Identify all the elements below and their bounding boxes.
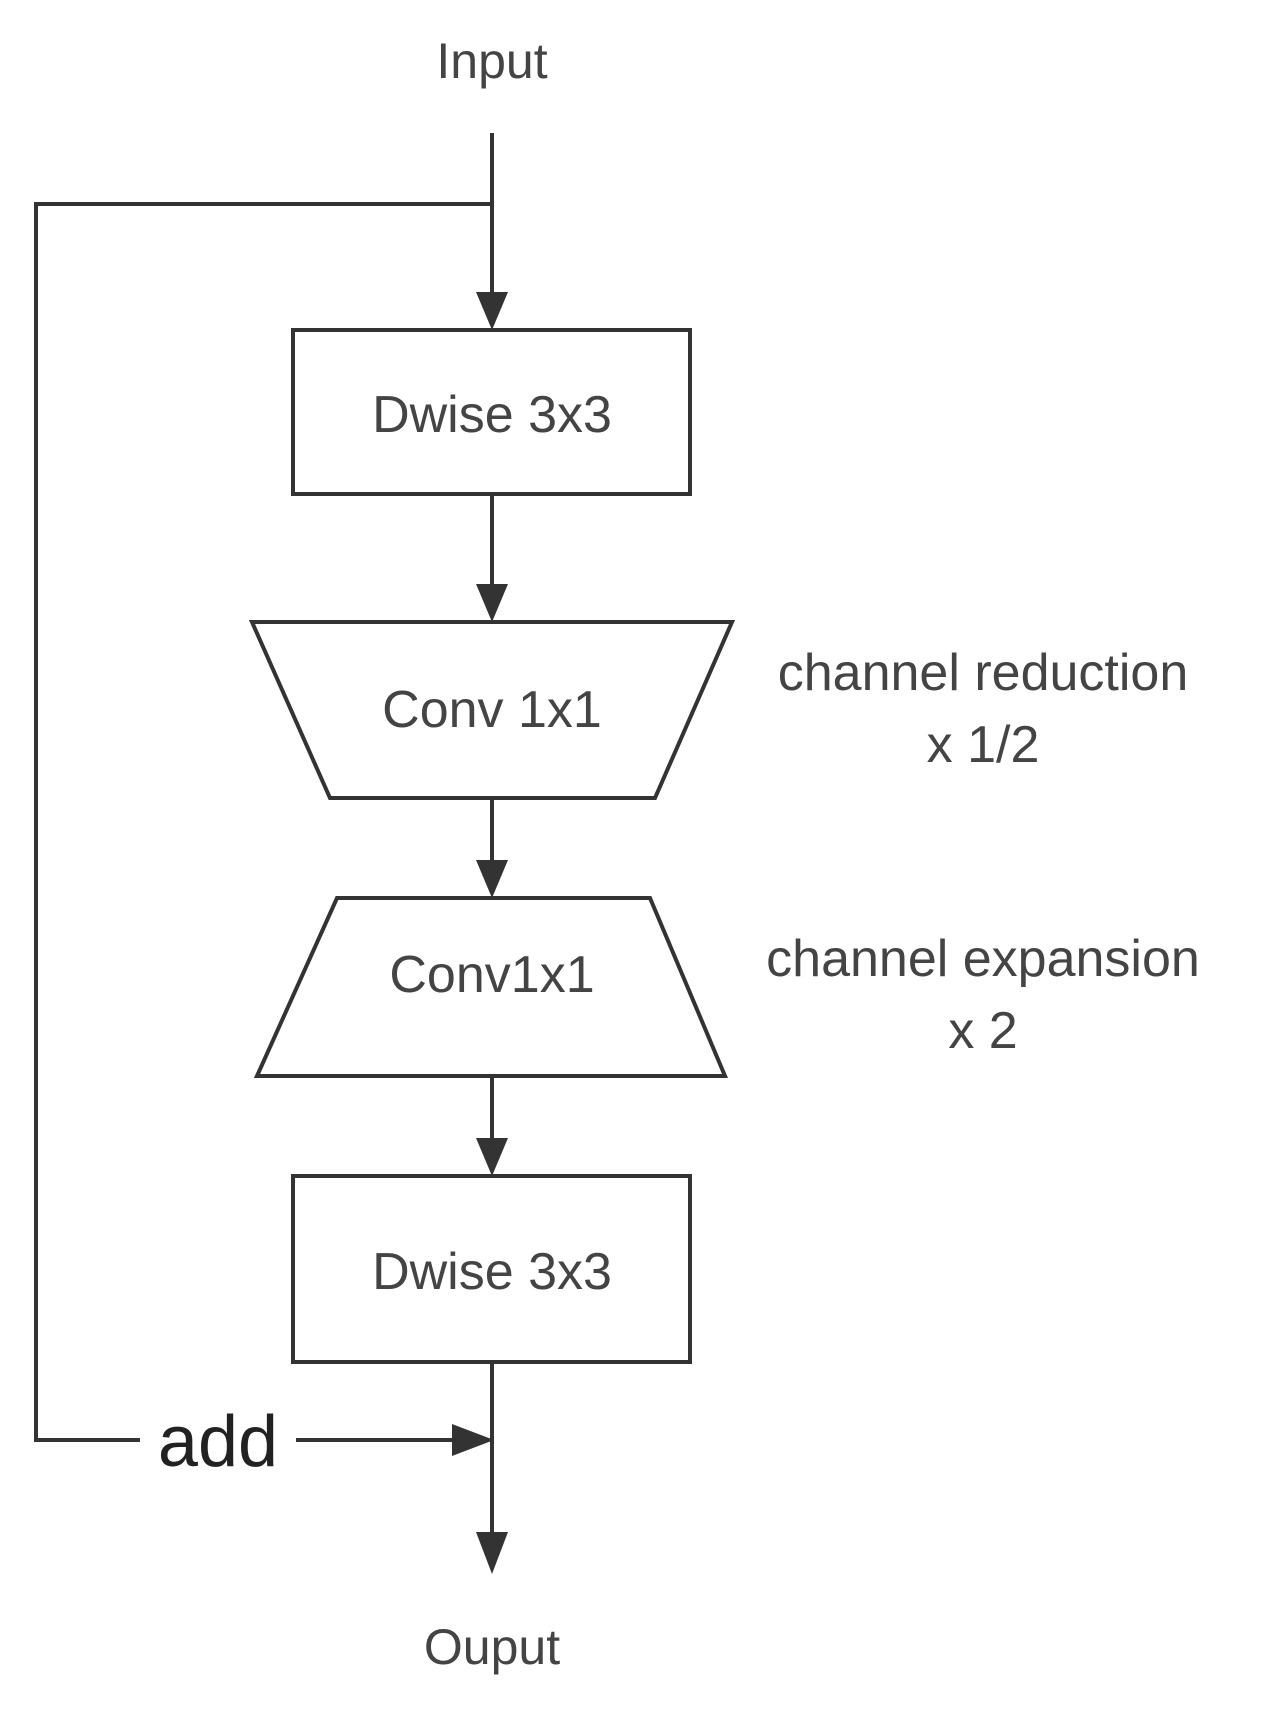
arrow-to-dwise-1 <box>476 292 508 330</box>
dwise-block-2-label: Dwise 3x3 <box>372 1243 612 1301</box>
arrow-to-conv-reduction <box>476 584 508 622</box>
arrow-to-conv-expansion <box>476 860 508 898</box>
channel-expansion-note: channel expansion <box>766 930 1200 988</box>
arrow-to-output <box>476 1532 508 1574</box>
channel-expansion-factor: x 2 <box>948 1002 1017 1060</box>
output-label: Ouput <box>424 1619 560 1675</box>
conv-reduction-label: Conv 1x1 <box>382 681 602 739</box>
dwise-block-1-label: Dwise 3x3 <box>372 386 612 444</box>
input-label: Input <box>436 33 547 89</box>
dwise-block-1 <box>291 328 692 496</box>
channel-reduction-factor: x 1/2 <box>927 716 1040 774</box>
skip-connection-wire <box>34 202 492 1442</box>
conv-reduction-block <box>248 620 736 800</box>
channel-reduction-note: channel reduction <box>778 644 1189 702</box>
conv-expansion-label: Conv1x1 <box>389 946 594 1004</box>
arrow-to-add <box>452 1424 494 1456</box>
conv-expansion-block <box>253 896 729 1078</box>
add-label: add <box>158 1402 278 1482</box>
dwise-block-2 <box>291 1174 692 1364</box>
arrow-to-dwise-2 <box>476 1138 508 1176</box>
